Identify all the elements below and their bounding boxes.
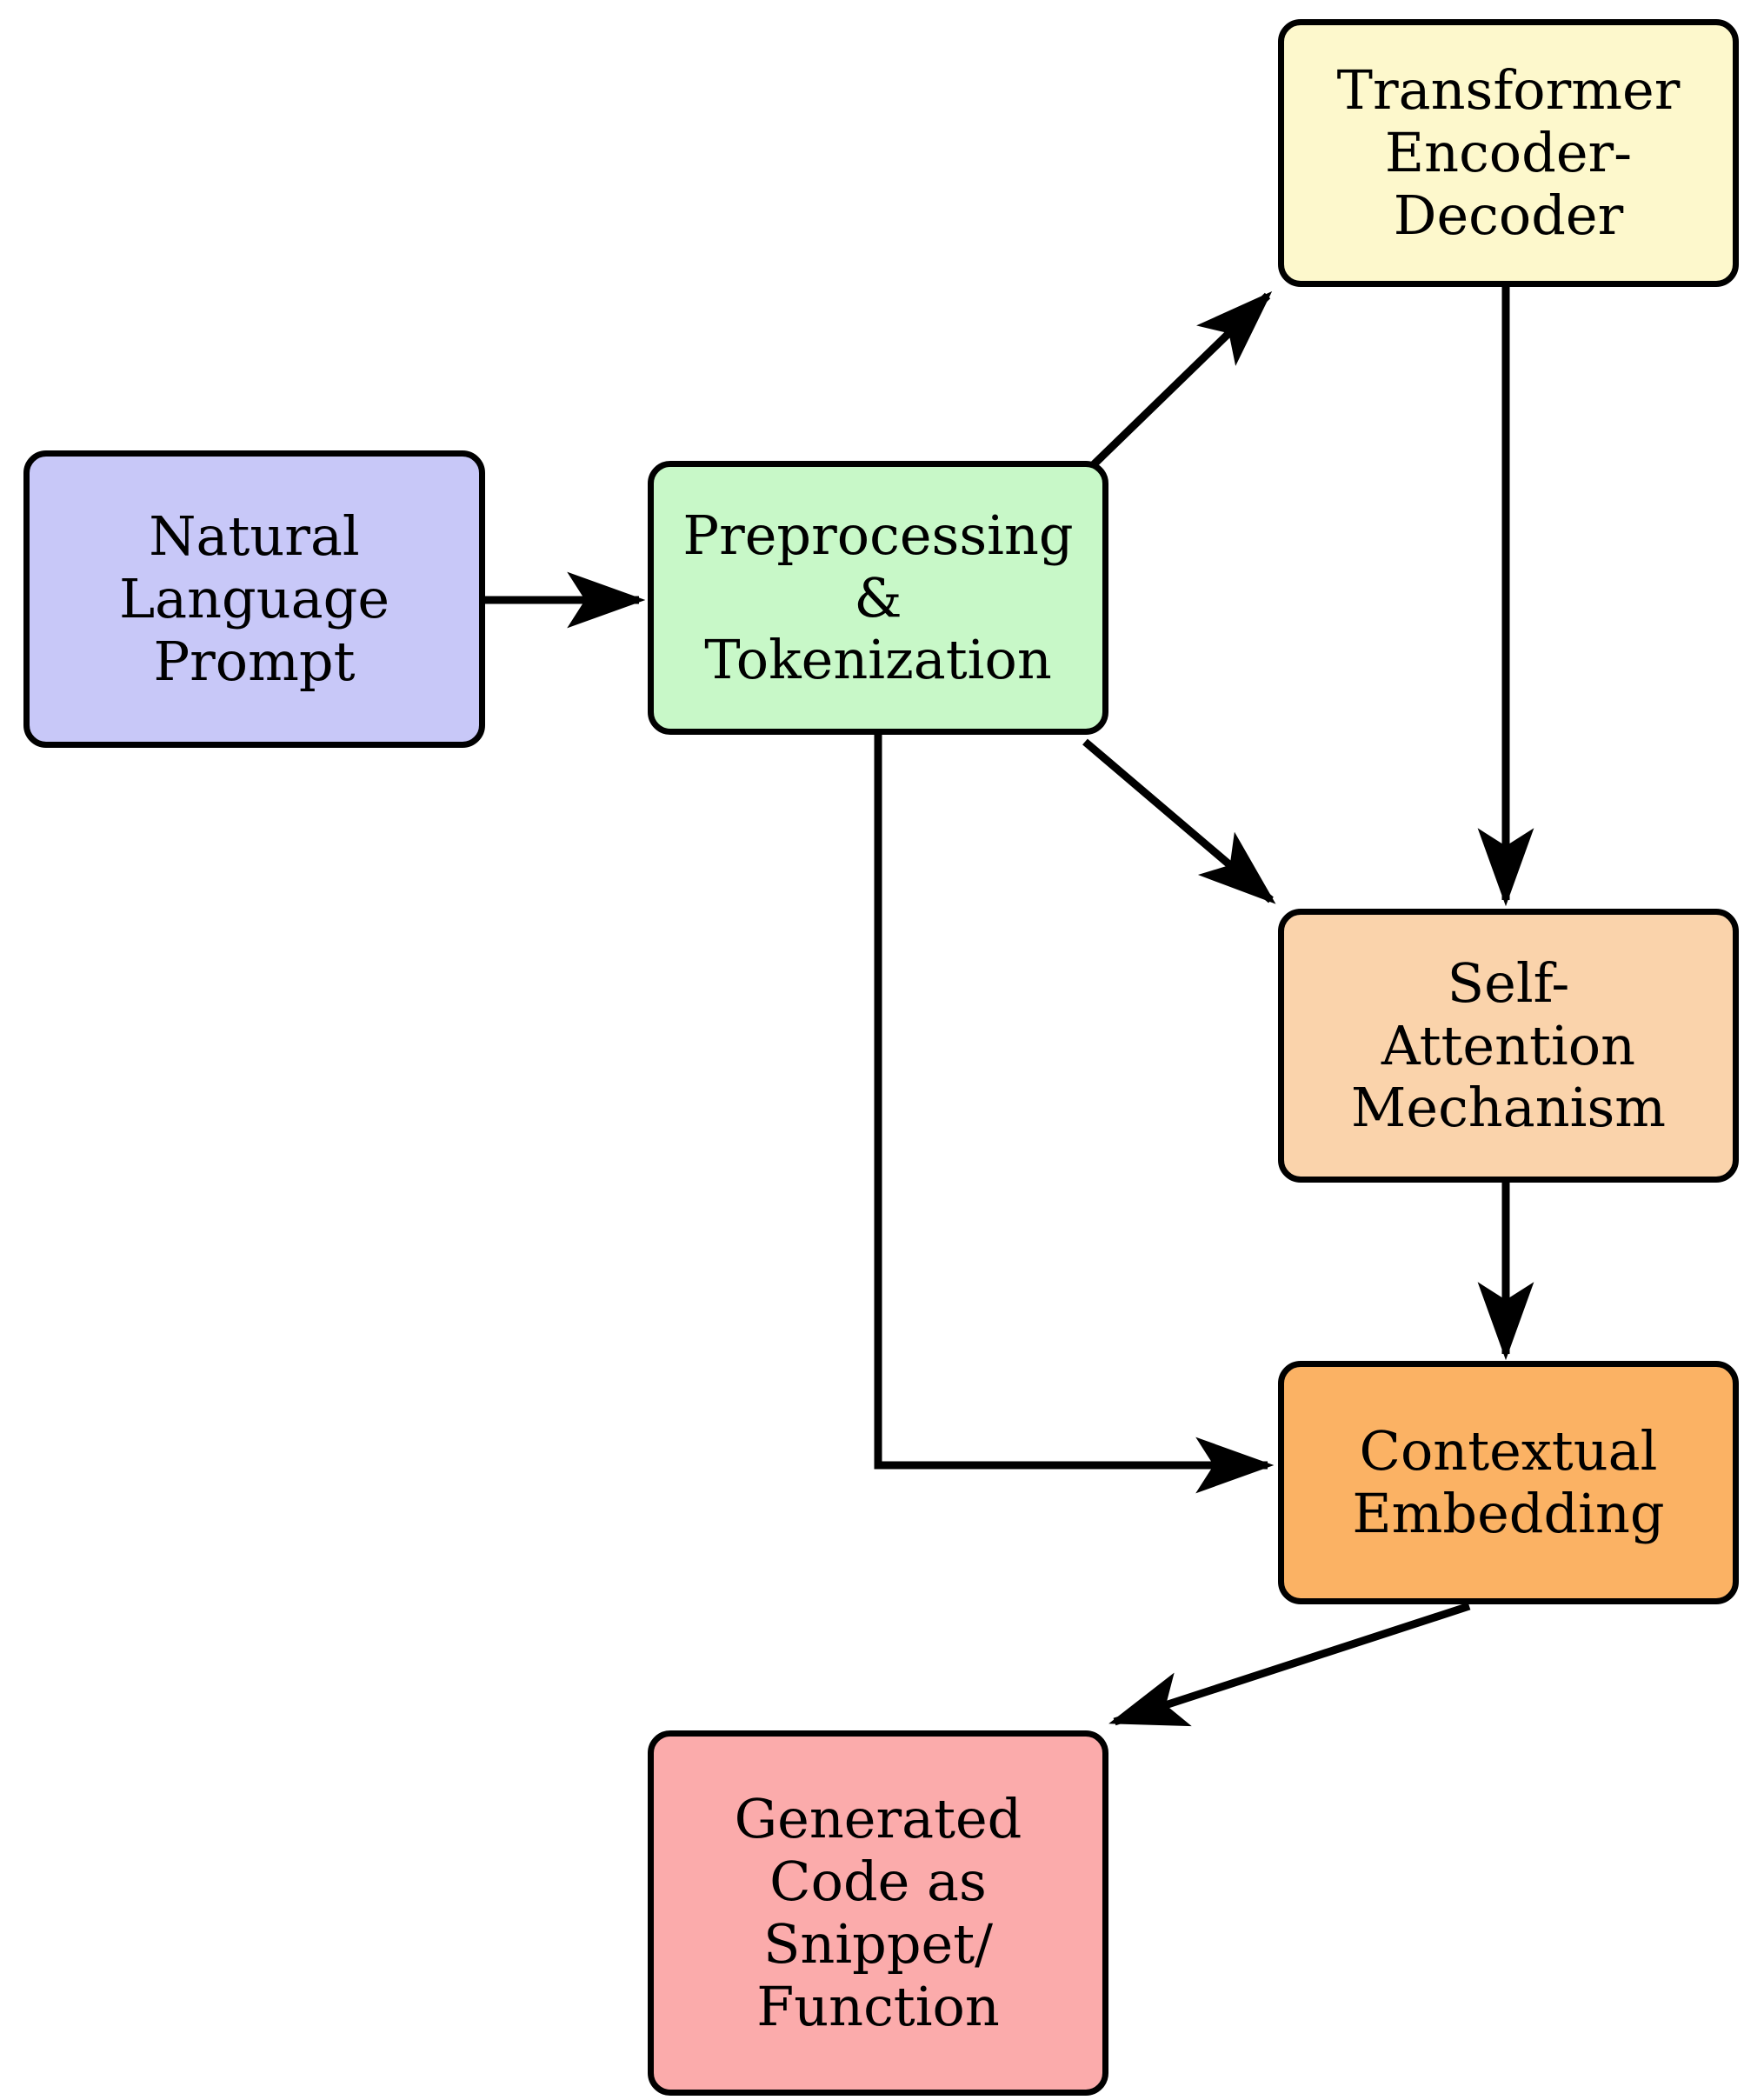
node-contextual-embedding[interactable]: Contextual Embedding bbox=[1278, 1361, 1739, 1604]
node-generated-code[interactable]: Generated Code as Snippet/ Function bbox=[648, 1730, 1108, 2096]
node-label-natural-language-prompt: Natural Language Prompt bbox=[118, 504, 390, 693]
edge-preprocessing-to-transformer bbox=[1085, 290, 1273, 473]
node-label-contextual-embedding: Contextual Embedding bbox=[1352, 1419, 1665, 1545]
node-self-attention-mechanism[interactable]: Self- Attention Mechanism bbox=[1278, 909, 1739, 1183]
node-preprocessing-tokenization[interactable]: Preprocessing & Tokenization bbox=[648, 461, 1108, 735]
edge-preprocessing-to-attention bbox=[1082, 738, 1276, 904]
node-label-self-attention-mechanism: Self- Attention Mechanism bbox=[1350, 950, 1667, 1140]
node-label-transformer-encoder-decoder: Transformer Encoder- Decoder bbox=[1336, 58, 1681, 247]
node-natural-language-prompt[interactable]: Natural Language Prompt bbox=[23, 450, 485, 748]
edge-preprocessing-to-embedding bbox=[874, 735, 1275, 1494]
node-label-preprocessing-tokenization: Preprocessing & Tokenization bbox=[682, 503, 1074, 692]
node-transformer-encoder-decoder[interactable]: Transformer Encoder- Decoder bbox=[1278, 19, 1739, 287]
node-label-generated-code: Generated Code as Snippet/ Function bbox=[734, 1787, 1022, 2038]
edge-embedding-to-generated-code bbox=[1108, 1602, 1471, 1727]
